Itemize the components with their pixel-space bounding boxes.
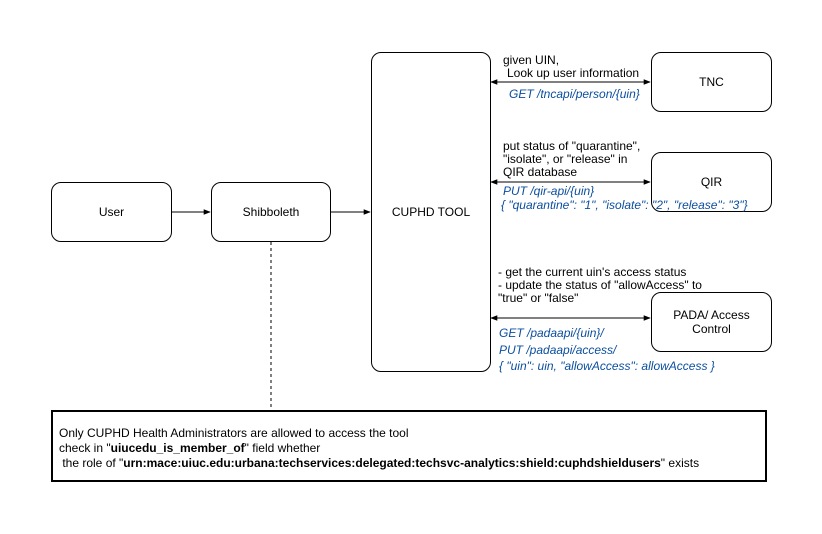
node-tnc-label: TNC xyxy=(699,75,724,89)
access-note-line-3-suffix: " exists xyxy=(660,456,700,470)
node-user-label: User xyxy=(98,205,125,219)
required-role-urn: urn:mace:uiuc.edu:urbana:techservices:de… xyxy=(123,456,661,470)
pada-link-desc-1: - get the current uin's access status xyxy=(498,265,687,279)
node-qir: QIR xyxy=(651,152,772,212)
node-shibboleth-label: Shibboleth xyxy=(242,205,300,219)
qir-link-desc-1: put status of "quarantine", xyxy=(503,139,641,153)
qir-link-api: PUT /qir-api/{uin} xyxy=(503,184,595,198)
qir-link-payload: { "quarantine": "1", "isolate": "2", "re… xyxy=(501,198,748,212)
pada-link-api-put: PUT /padaapi/access/ xyxy=(499,343,617,357)
qir-link-desc-2: "isolate", or "release" in xyxy=(503,152,628,166)
pada-link-desc-2: - update the status of "allowAccess" to xyxy=(498,278,702,292)
member-of-field-name: uiucedu_is_member_of xyxy=(110,441,245,455)
pada-link-api-get: GET /padaapi/{uin}/ xyxy=(499,326,604,340)
access-note-line-2-suffix: " field whether xyxy=(244,441,321,455)
node-pada-label: PADA/ Access Control xyxy=(673,308,750,336)
node-tnc: TNC xyxy=(651,52,772,112)
access-note-line-3: the role of "urn:mace:uiuc.edu:urbana:te… xyxy=(59,456,765,471)
access-note-line-3-prefix: the role of " xyxy=(59,456,124,470)
access-note-line-2-prefix: check in " xyxy=(59,441,111,455)
node-user: User xyxy=(51,182,172,242)
pada-link-desc-3: "true" or "false" xyxy=(498,291,579,305)
access-note-line-2: check in "uiucedu_is_member_of" field wh… xyxy=(59,441,765,456)
tnc-link-api: GET /tncapi/person/{uin} xyxy=(509,87,640,101)
access-note-box: Only CUPHD Health Administrators are all… xyxy=(51,410,767,482)
tnc-link-desc-1: given UIN, xyxy=(503,53,560,67)
tnc-link-desc-2: Look up user information xyxy=(507,66,640,80)
pada-link-payload: { "uin": uin, "allowAccess": allowAccess… xyxy=(499,359,715,373)
node-shibboleth: Shibboleth xyxy=(211,182,331,242)
qir-link-desc-3: QIR database xyxy=(503,165,578,179)
node-pada: PADA/ Access Control xyxy=(651,292,772,352)
node-qir-label: QIR xyxy=(700,175,723,189)
node-cuphd-tool-label: CUPHD TOOL xyxy=(391,205,471,219)
access-note-line-1: Only CUPHD Health Administrators are all… xyxy=(59,426,409,440)
node-cuphd-tool: CUPHD TOOL xyxy=(371,52,491,372)
